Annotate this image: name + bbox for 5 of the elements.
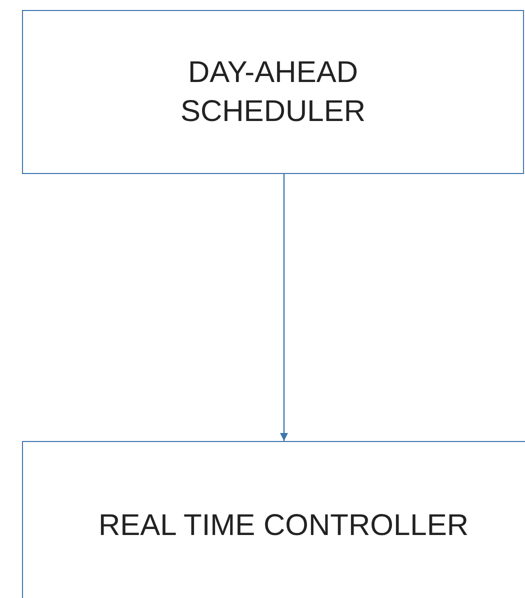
box-label: REAL TIME CONTROLLER [97,508,470,544]
arrow [280,174,288,441]
process-box [22,441,525,598]
process-box [22,10,524,174]
box-label: DAY-AHEAD SCHEDULER [179,55,367,130]
